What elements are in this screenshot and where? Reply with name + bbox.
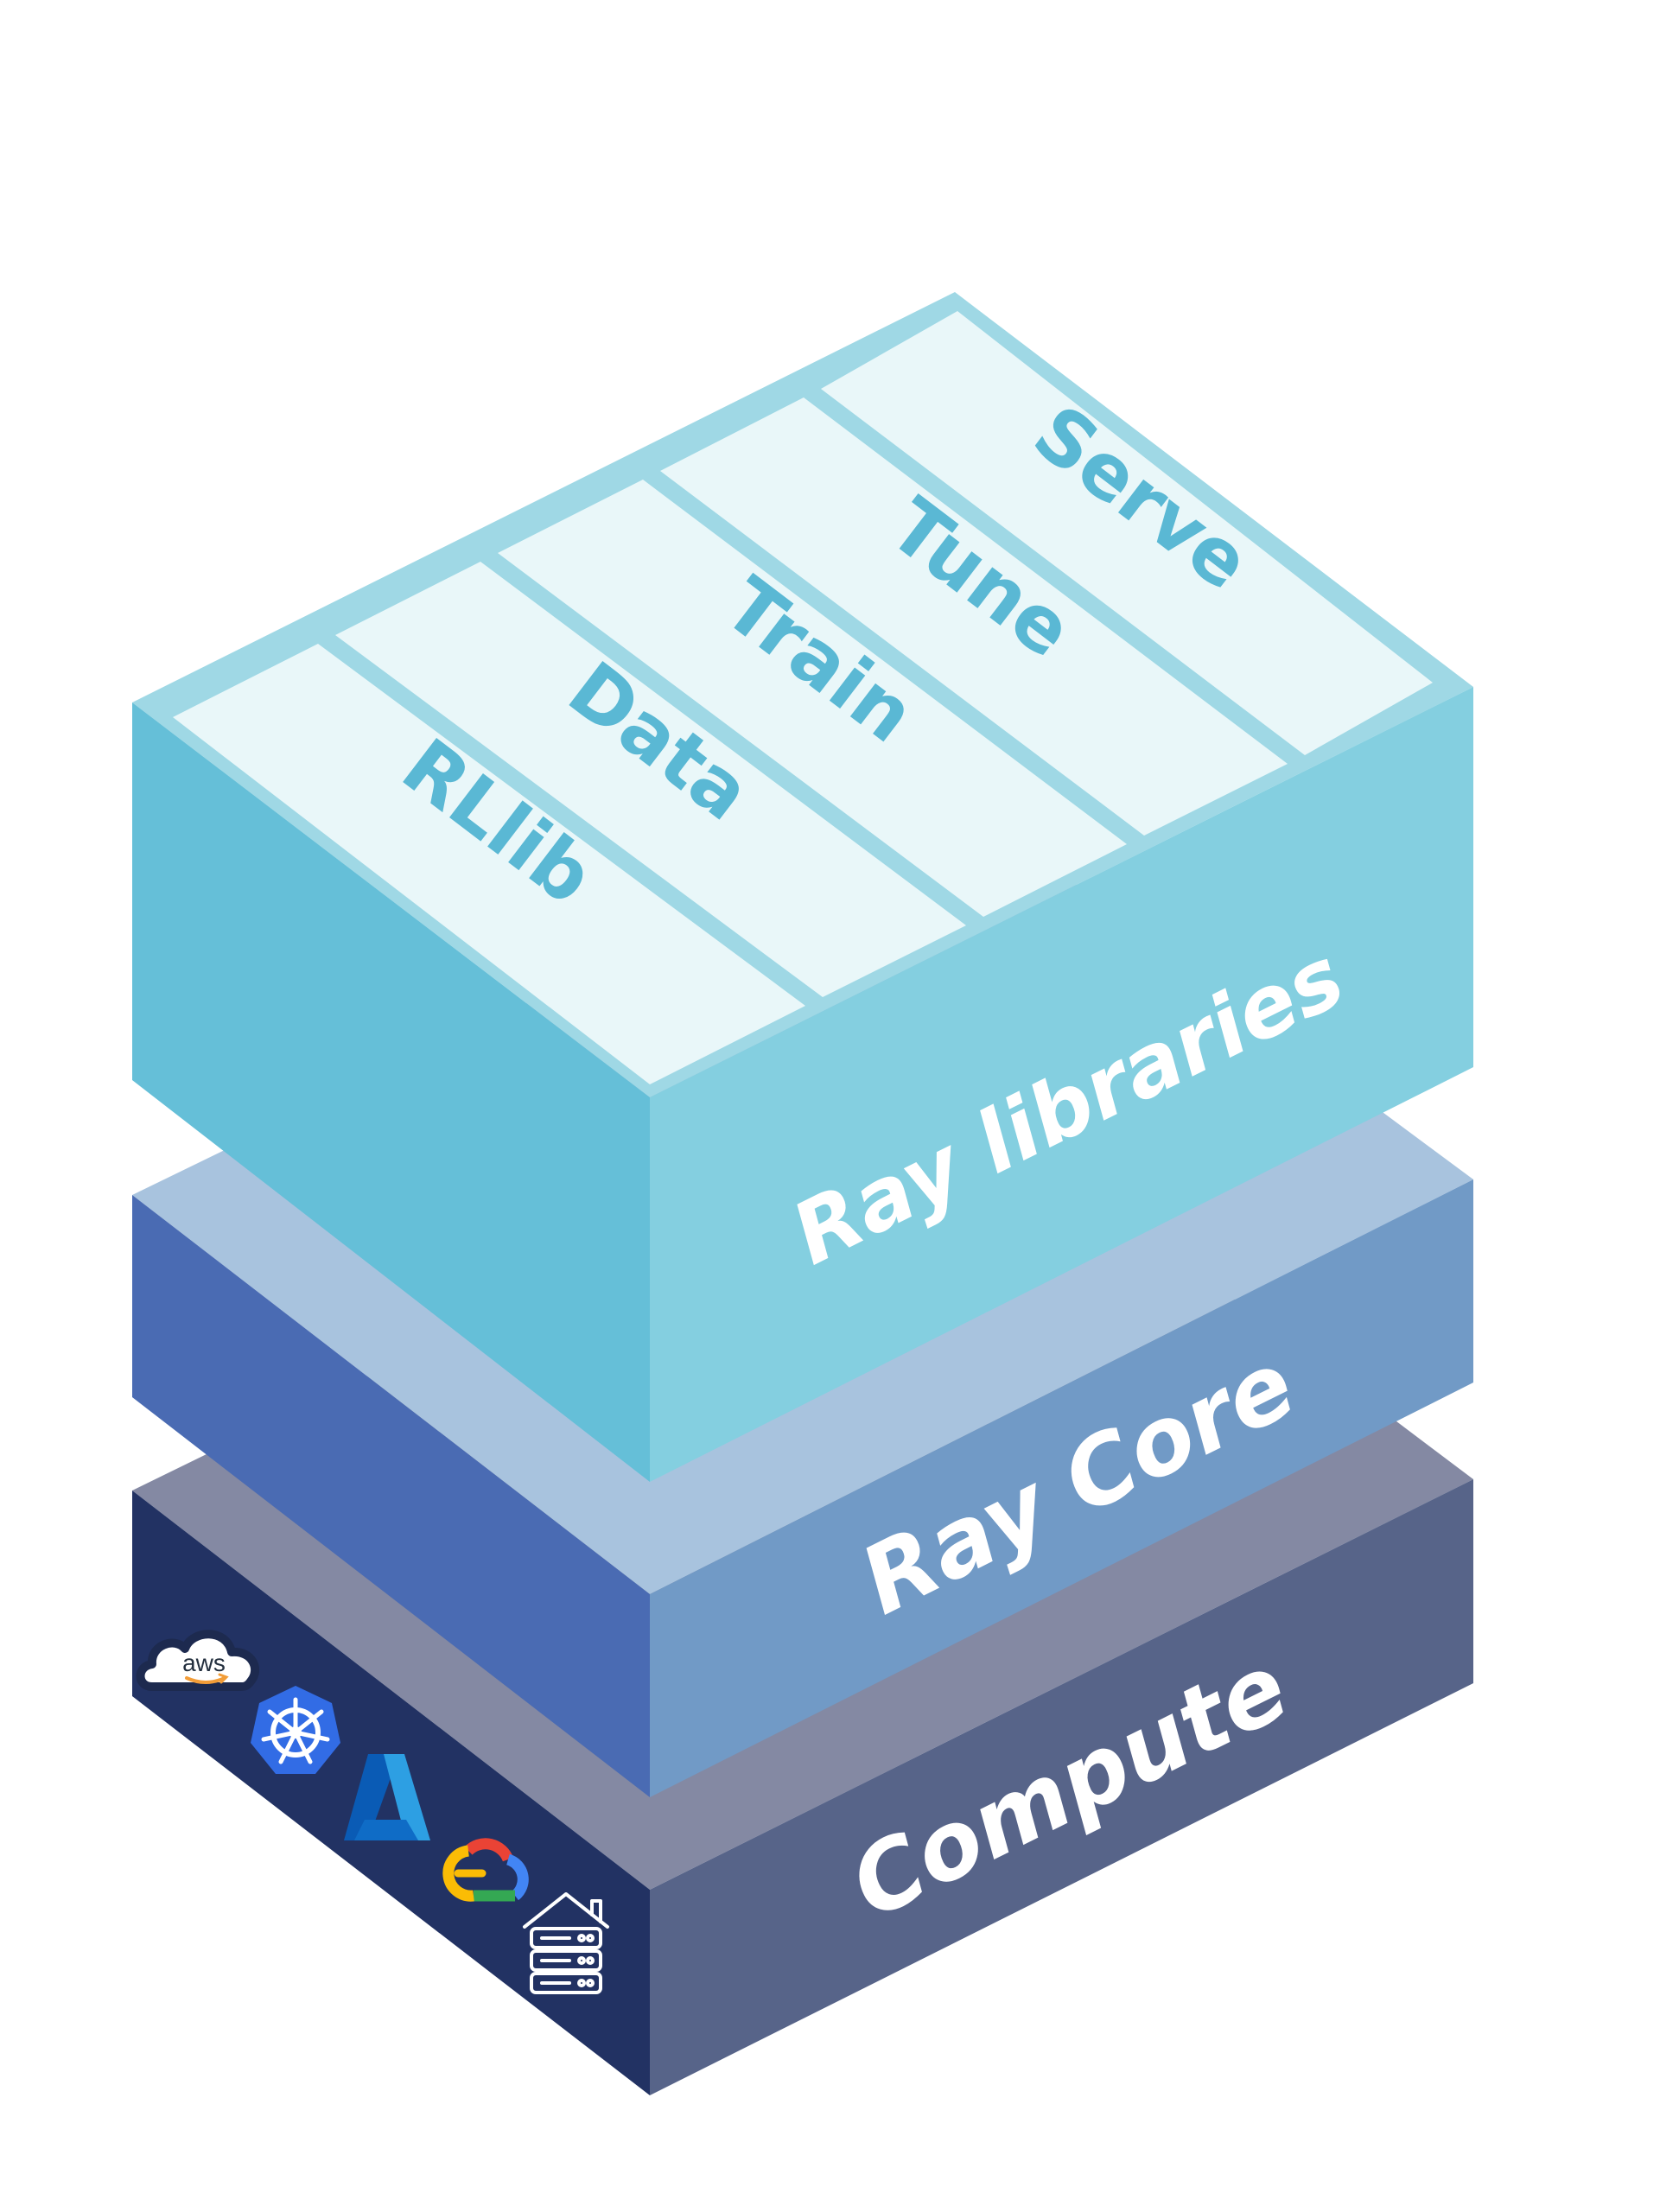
aws-icon: aws — [136, 1630, 259, 1691]
azure-icon — [344, 1754, 430, 1840]
library-tile-rllib — [173, 644, 805, 1084]
libraries-left-face — [132, 702, 650, 1482]
library-tile-train — [498, 480, 1127, 917]
on-premise-server-icon — [523, 1892, 609, 1994]
core-right-face — [650, 1179, 1473, 1797]
library-tile-serve — [821, 311, 1433, 755]
core-left-face — [132, 1195, 650, 1797]
kubernetes-icon — [251, 1686, 340, 1774]
google-cloud-icon — [442, 1838, 529, 1902]
library-tile-tune — [660, 397, 1288, 836]
compute-left-face — [132, 1491, 650, 2095]
library-tile-data — [335, 562, 966, 997]
aws-logo-text: aws — [182, 1649, 226, 1676]
library-tiles — [173, 311, 1433, 1084]
provider-logos: aws — [136, 1630, 609, 1994]
libraries-right-face — [650, 687, 1473, 1482]
compute-right-face — [650, 1479, 1473, 2095]
ray-libraries-layer: RLlib Data Train Tune Serve Ray librarie… — [132, 292, 1473, 1482]
